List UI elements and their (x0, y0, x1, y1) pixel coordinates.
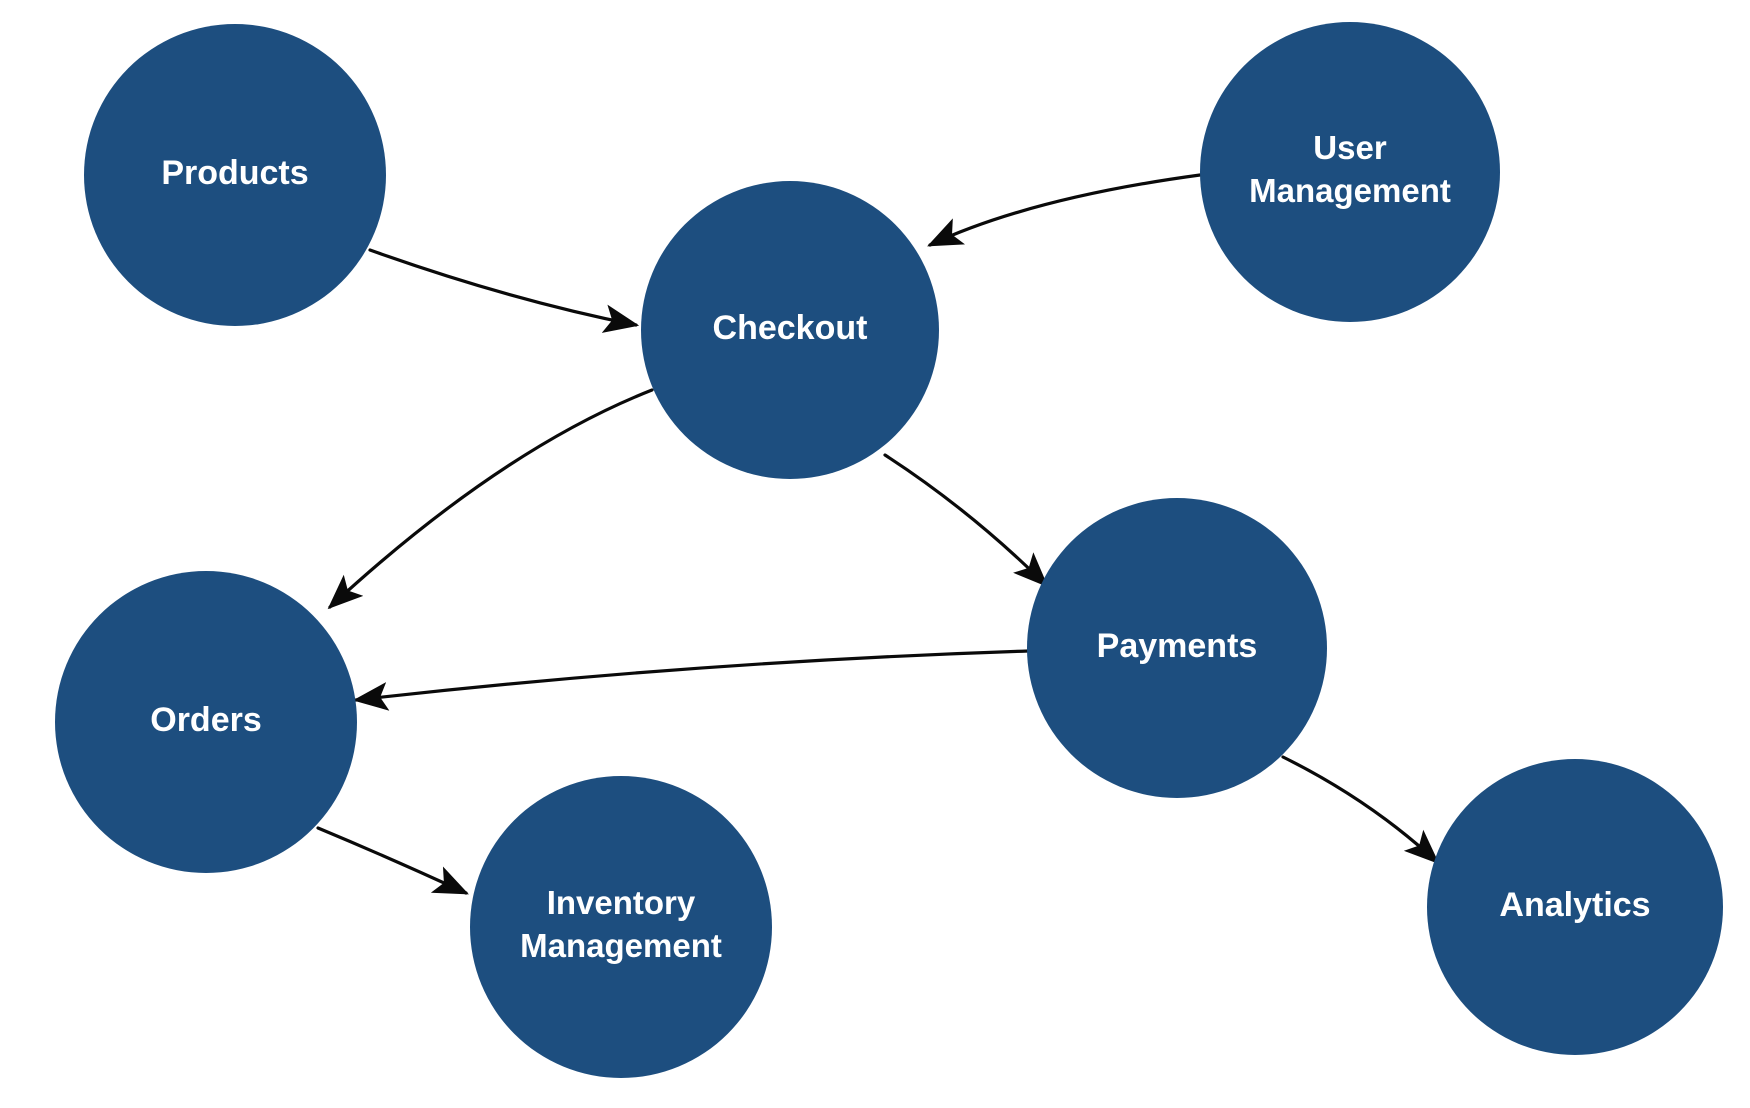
node-label-checkout: Checkout (713, 309, 868, 347)
node-circle-user-management[interactable] (1200, 22, 1500, 322)
node-label-payments: Payments (1097, 627, 1258, 665)
edge-checkout-to-orders (327, 388, 654, 610)
node-label-inventory-management: Inventory (547, 884, 696, 921)
edge-products-to-checkout (368, 248, 640, 333)
node-circle-orders[interactable] (55, 571, 357, 873)
edge-orders-to-inventory-management (316, 826, 469, 895)
node-orders[interactable]: Orders (55, 571, 357, 873)
nodes-layer: ProductsCheckoutUserManagementOrdersPaym… (55, 22, 1723, 1078)
edge-checkout-to-payments (883, 453, 1049, 588)
node-products[interactable]: Products (84, 24, 386, 326)
node-label-orders: Orders (150, 701, 262, 739)
edge-payments-to-orders (352, 649, 1030, 711)
node-label-user-management: User (1313, 129, 1387, 166)
edges-layer (316, 173, 1440, 895)
node-analytics[interactable]: Analytics (1427, 759, 1723, 1055)
node-circle-analytics[interactable] (1427, 759, 1723, 1055)
node-label-products: Products (161, 154, 308, 192)
edge-user-management-to-checkout (927, 173, 1202, 247)
node-payments[interactable]: Payments (1027, 498, 1327, 798)
node-circle-inventory-management[interactable] (470, 776, 772, 1078)
node-circle-payments[interactable] (1027, 498, 1327, 798)
node-label-analytics: Analytics (1499, 886, 1650, 924)
edge-payments-to-analytics (1281, 755, 1440, 865)
node-checkout[interactable]: Checkout (641, 181, 939, 479)
node-label-inventory-management: Management (520, 927, 722, 964)
node-circle-products[interactable] (84, 24, 386, 326)
node-circle-checkout[interactable] (641, 181, 939, 479)
node-label-user-management: Management (1249, 172, 1451, 209)
